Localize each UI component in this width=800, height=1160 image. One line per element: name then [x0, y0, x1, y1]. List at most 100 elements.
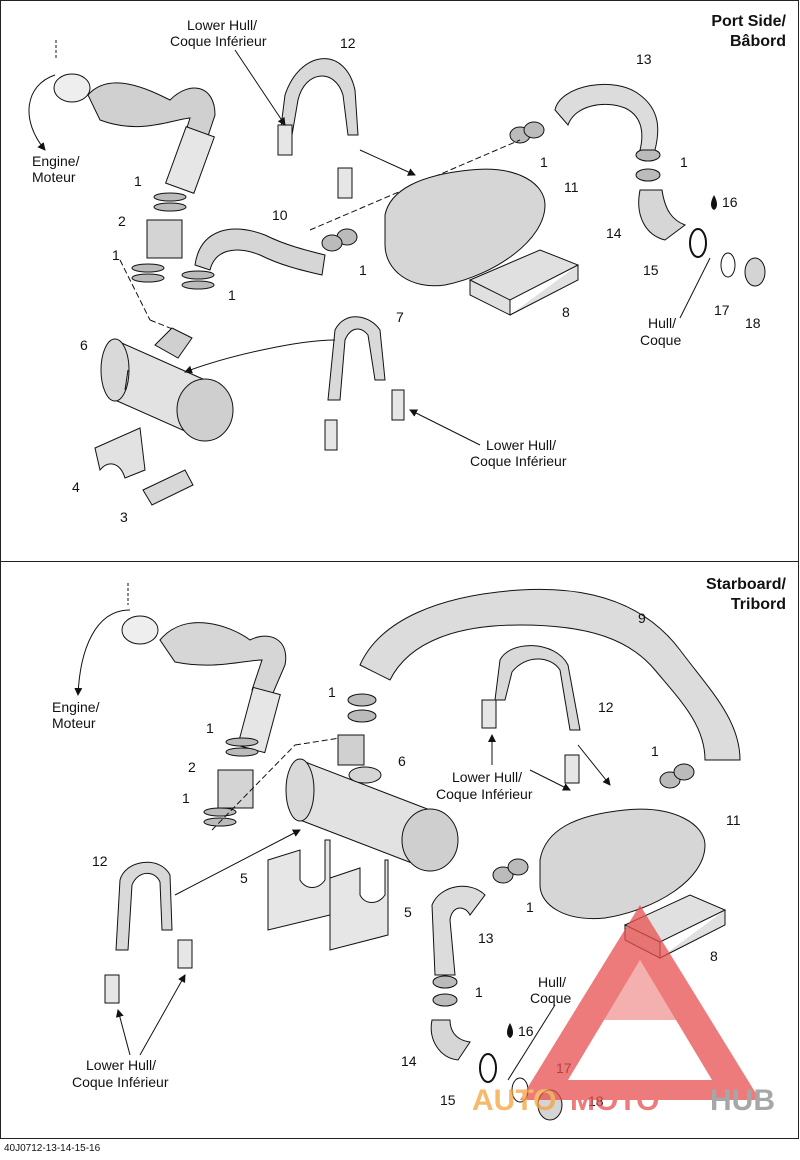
- starboard-lower-hull-left-1: Lower Hull/: [86, 1057, 156, 1073]
- starboard-lower-hull-arrow-left-a: [115, 1009, 131, 1056]
- port-hull-label-2: Coque: [640, 332, 681, 348]
- callout: 5: [404, 904, 412, 920]
- callout: 8: [710, 948, 718, 964]
- starboard-panel: [0, 561, 799, 1139]
- starboard-strap-arrow: [174, 829, 301, 896]
- port-exhaust-manifold: [53, 40, 216, 194]
- starboard-strap-12-left: [115, 861, 173, 951]
- starboard-support-5b: [329, 859, 389, 951]
- callout: 1: [206, 720, 214, 736]
- callout: 1: [112, 247, 120, 263]
- starboard-hull-label-1: Hull/: [538, 974, 566, 990]
- callout: 1: [651, 743, 659, 759]
- port-nut-18: [744, 257, 766, 287]
- starboard-lower-hull-mid-1: Lower Hull/: [452, 769, 522, 785]
- starboard-lower-hull-arrow-left-b: [139, 974, 186, 1056]
- port-title-line2: Bâbord: [730, 33, 786, 50]
- callout: 15: [643, 262, 659, 278]
- starboard-hose-13: [431, 885, 486, 976]
- starboard-brackets-right: [481, 699, 580, 784]
- port-support-4: [94, 427, 146, 479]
- callout: 1: [228, 287, 236, 303]
- callout: 6: [398, 753, 406, 769]
- callout: 1: [475, 984, 483, 1000]
- port-strap-12: [279, 58, 359, 136]
- starboard-muffler-box-11: [539, 808, 706, 920]
- port-hull-label-1: Hull/: [648, 315, 676, 331]
- callout: 15: [440, 1092, 456, 1108]
- callout: 13: [636, 51, 652, 67]
- callout: 8: [562, 304, 570, 320]
- port-hose-10: [194, 228, 326, 276]
- callout: 6: [80, 337, 88, 353]
- starboard-strap-right-arrow: [577, 744, 611, 786]
- callout: 1: [134, 173, 142, 189]
- port-brackets-7: [324, 389, 405, 451]
- port-gasket-15: [689, 228, 707, 258]
- callout: 1: [540, 154, 548, 170]
- watermark-part1: AUTO: [472, 1084, 556, 1117]
- port-engine-arrow: [28, 74, 56, 151]
- footer-code: 40J0712-13-14-15-16: [4, 1143, 101, 1154]
- starboard-assembly-lines: [211, 737, 341, 831]
- port-drop-icon-16: [711, 195, 717, 210]
- port-strap-7: [327, 316, 386, 401]
- port-lower-hull-label-1: Lower Hull/: [486, 437, 556, 453]
- starboard-hose-9: [359, 588, 741, 761]
- starboard-lower-hull-mid-2: Coque Inférieur: [436, 786, 533, 802]
- starboard-lower-hull-left-2: Coque Inférieur: [72, 1074, 169, 1090]
- watermark-part2: MOTO: [570, 1084, 659, 1117]
- callout: 9: [638, 610, 646, 626]
- callout: 1: [359, 262, 367, 278]
- callout: 1: [680, 154, 688, 170]
- port-engine-label-1: Engine/: [32, 153, 80, 169]
- callout: 5: [240, 870, 248, 886]
- watermark-part3: HUB: [710, 1084, 775, 1117]
- port-pad-8: [468, 249, 580, 316]
- port-lower-hull-arrow-2: [409, 409, 481, 446]
- callout: 11: [564, 179, 579, 195]
- callout: 3: [120, 509, 128, 525]
- port-lower-hull-label-2: Coque Inférieur: [470, 453, 567, 469]
- callout: 12: [340, 35, 356, 51]
- port-assembly-lines: [119, 139, 521, 331]
- port-titles: Port Side/ Bâbord: [711, 13, 786, 50]
- callout: 2: [118, 213, 126, 229]
- starboard-engine-label-1: Engine/: [52, 699, 100, 715]
- callout: 16: [722, 194, 738, 210]
- port-ring-17: [720, 252, 736, 278]
- port-hose-13: [554, 83, 659, 151]
- port-coupling: [146, 219, 183, 259]
- port-brackets-12: [277, 124, 353, 199]
- automotohub-watermark: AUTO MOTO HUB: [472, 905, 775, 1117]
- port-lower-hull-arrow-1: [234, 49, 286, 126]
- callout: 7: [396, 309, 404, 325]
- port-hull-leader: [679, 257, 711, 319]
- callout: 1: [328, 684, 336, 700]
- port-engine-label-2: Moteur: [32, 169, 76, 185]
- callout: 12: [92, 853, 108, 869]
- port-lower-hull-top-2: Coque Inférieur: [170, 33, 267, 49]
- callout: 10: [272, 207, 288, 223]
- port-muffler: [100, 327, 234, 442]
- starboard-support-5a: [267, 839, 331, 931]
- starboard-strap-12-right: [494, 645, 581, 731]
- port-callouts: 1 1 1 1 1 1 2 3 4 6 7 8 10 11 12 13 14 1…: [72, 35, 761, 525]
- starboard-engine-label-2: Moteur: [52, 715, 96, 731]
- starboard-drop-icon-16: [507, 1023, 513, 1038]
- callout: 16: [518, 1023, 534, 1039]
- starboard-gasket-15: [479, 1053, 497, 1083]
- callout: 12: [598, 699, 614, 715]
- starboard-muffler: [285, 734, 459, 872]
- callout: 1: [526, 899, 534, 915]
- callout: 14: [606, 225, 622, 241]
- starboard-lower-hull-mid-arrow-b: [529, 769, 571, 791]
- port-clamps: [131, 121, 661, 290]
- callout: 17: [714, 302, 730, 318]
- port-strap-arrow: [184, 339, 336, 374]
- port-lower-hull-top-1: Lower Hull/: [187, 17, 257, 33]
- port-muffler-box-11: [384, 168, 546, 287]
- starboard-title-line1: Starboard/: [706, 576, 787, 593]
- callout: 2: [188, 759, 196, 775]
